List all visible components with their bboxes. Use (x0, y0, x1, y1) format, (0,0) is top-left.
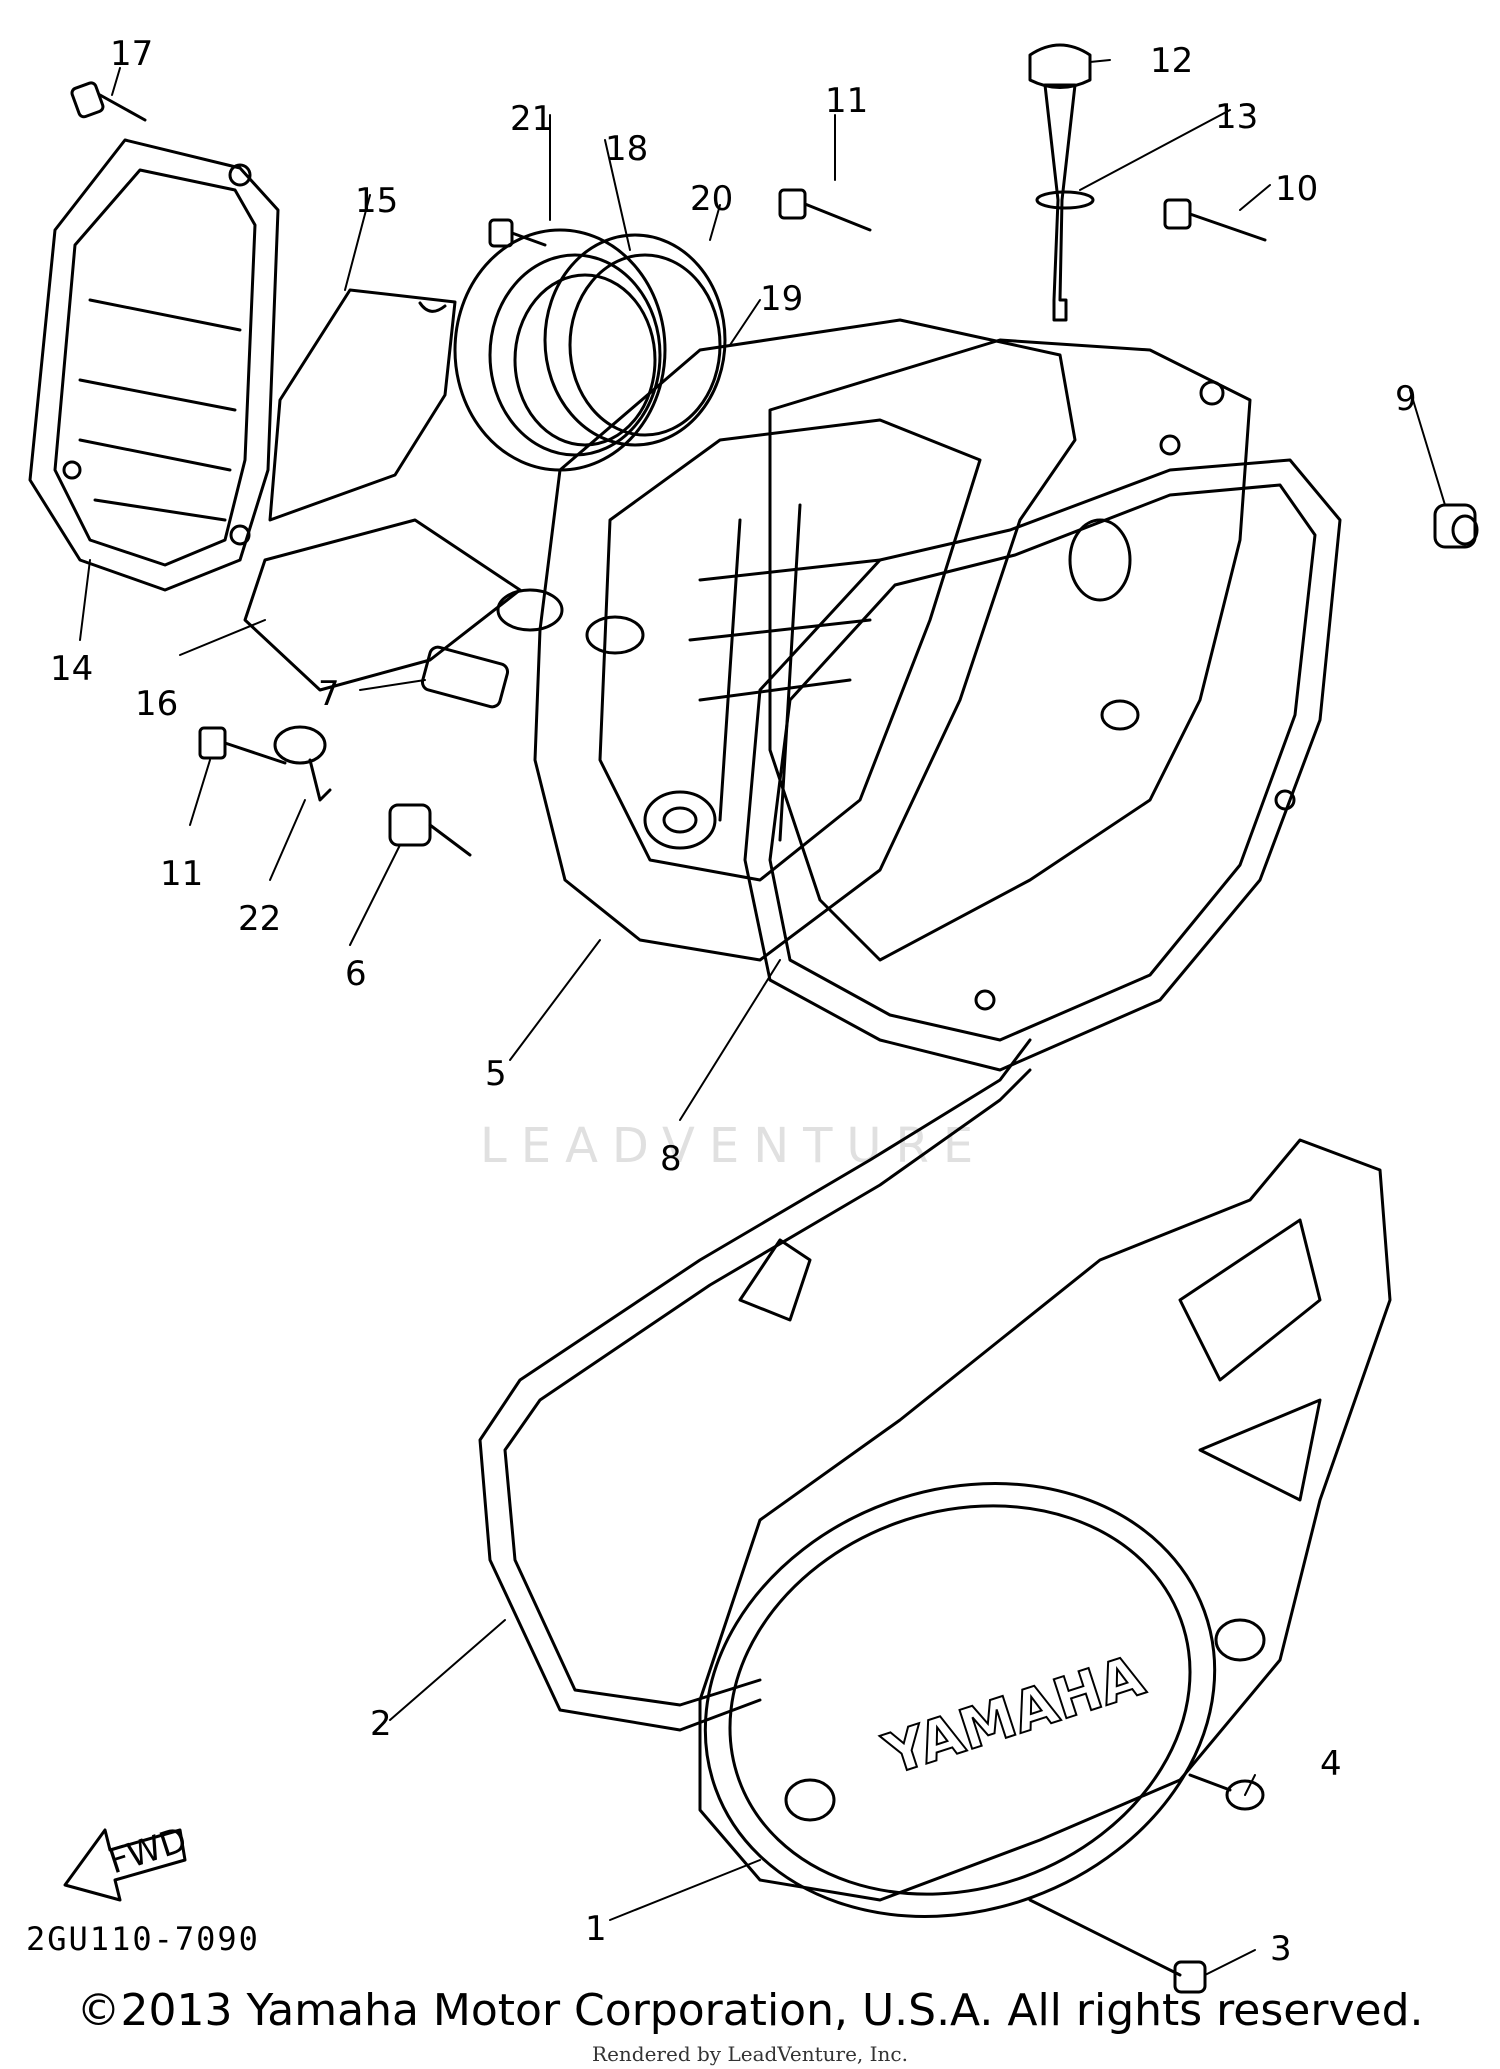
callout-11-top: 11 (825, 81, 868, 121)
callout-labels: 1 2 3 4 5 6 7 8 9 10 11 11 12 13 14 15 1… (50, 34, 1417, 1969)
callout-6: 6 (345, 954, 367, 994)
callout-22: 22 (238, 899, 281, 939)
callout-11-left: 11 (160, 854, 203, 894)
callout-1: 1 (585, 1909, 607, 1949)
part-17-bolt (70, 81, 147, 122)
part-1-side-cover (698, 1138, 1392, 1918)
part-14-outer-cover (28, 138, 280, 592)
part-8-gasket (743, 458, 1342, 1072)
part-15-gasket (268, 288, 457, 522)
callout-14: 14 (50, 649, 93, 689)
part-9-plug (1433, 503, 1479, 549)
callout-9: 9 (1395, 379, 1417, 419)
callout-7: 7 (318, 674, 340, 714)
part-6-grommet (388, 803, 472, 857)
copyright-notice: ©2013 Yamaha Motor Corporation, U.S.A. A… (76, 1985, 1424, 2036)
callout-15: 15 (355, 181, 398, 221)
part-20-seal-ring (543, 233, 727, 447)
callout-18: 18 (605, 129, 648, 169)
callout-13: 13 (1215, 97, 1258, 137)
callout-4: 4 (1320, 1744, 1342, 1784)
callout-17: 17 (110, 34, 153, 74)
part-13-dipstick (1035, 83, 1095, 322)
callout-21: 21 (510, 99, 553, 139)
part-22-clip (273, 725, 332, 802)
callout-10: 10 (1275, 169, 1318, 209)
callout-20: 20 (690, 179, 733, 219)
callout-3: 3 (1270, 1929, 1292, 1969)
part-16-plate (243, 518, 522, 692)
part-3-long-bolt (1028, 1898, 1207, 1994)
part-7-filter (420, 645, 510, 709)
part-10-bolt (1163, 198, 1267, 242)
part-11-bolt-top (778, 188, 872, 232)
fwd-label: FWD (104, 1820, 192, 1883)
leader-lines (79, 59, 1446, 1976)
part-12-cap (1028, 43, 1092, 89)
part-11-bolt-left (198, 726, 287, 765)
callout-5: 5 (485, 1054, 507, 1094)
diagram-code: 2GU110-7090 (26, 1920, 260, 1958)
callout-16: 16 (135, 684, 178, 724)
callout-12: 12 (1150, 41, 1193, 81)
callout-8: 8 (660, 1139, 682, 1179)
part-21-bolt (488, 218, 547, 248)
callout-19: 19 (760, 279, 803, 319)
cover-brand-text: YAMAHA (876, 1643, 1152, 1788)
part-crankcase-frame (768, 338, 1252, 962)
rendered-by-notice: Rendered by LeadVenture, Inc. (592, 2042, 908, 2066)
part-5-housing (496, 318, 1077, 962)
callout-2: 2 (370, 1704, 392, 1744)
fwd-arrow-icon (63, 1828, 187, 1902)
part-2-lower-gasket (478, 1038, 1032, 1732)
part-4-screw (1188, 1773, 1265, 1811)
